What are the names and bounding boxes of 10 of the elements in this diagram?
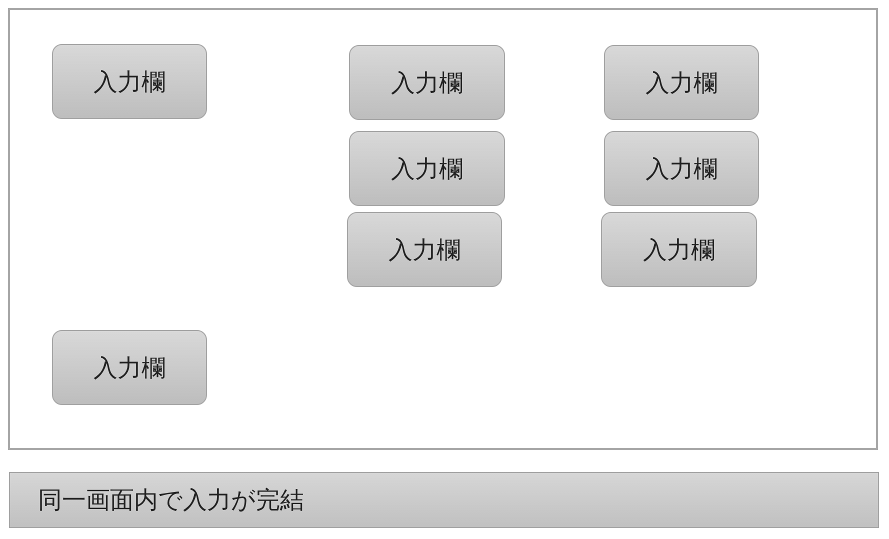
field-box: 入力欄 — [52, 44, 207, 119]
field-box: 入力欄 — [52, 330, 207, 405]
field-box: 入力欄 — [604, 131, 759, 206]
field-box: 入力欄 — [604, 45, 759, 120]
field-box: 入力欄 — [349, 45, 505, 120]
screen-frame — [8, 8, 878, 450]
caption-bar: 同一画面内で入力が完結 — [9, 472, 879, 528]
field-box: 入力欄 — [349, 131, 505, 206]
field-box: 入力欄 — [601, 212, 757, 287]
field-box: 入力欄 — [347, 212, 502, 287]
